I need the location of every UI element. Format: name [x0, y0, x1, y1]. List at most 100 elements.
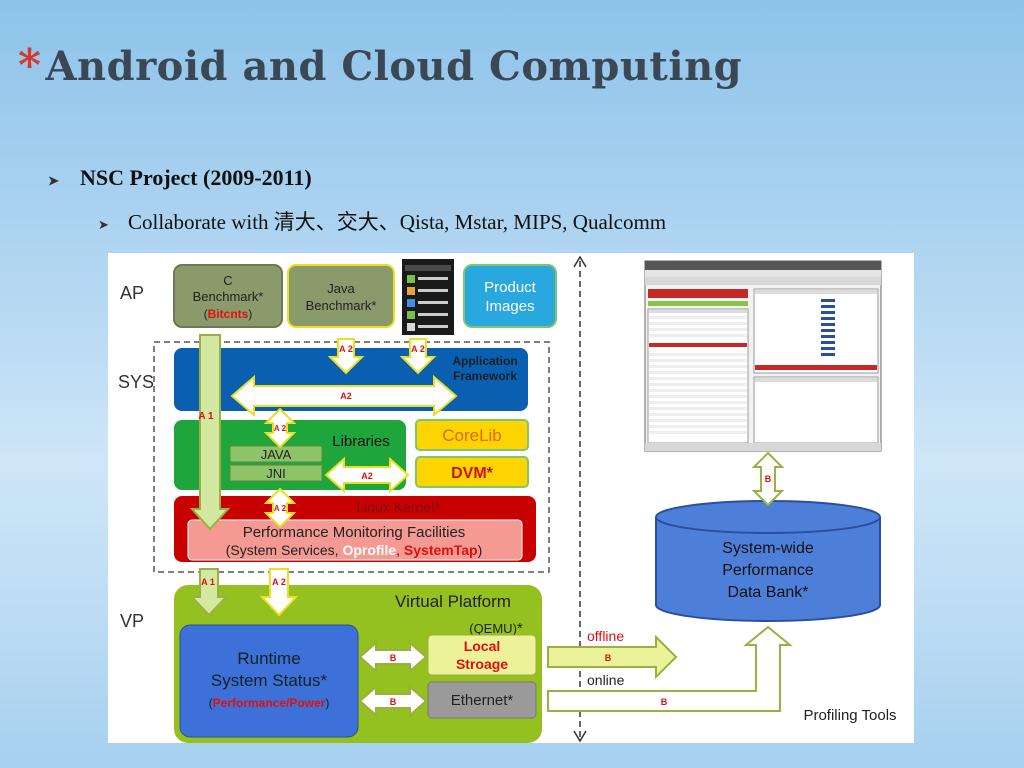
data-bank-line1: System-wide	[722, 540, 814, 557]
data-bank-cylinder: System-wide Performance Data Bank*	[655, 500, 881, 622]
pmf-suffix: )	[478, 542, 483, 558]
svg-text:(Bitcnts): (Bitcnts)	[204, 307, 253, 321]
c-bench-bitcnts: Bitcnts	[208, 307, 249, 321]
sys-boundary	[153, 341, 550, 573]
layer-label-ap: AP	[120, 283, 144, 303]
arrow-a2-java-label: A 2	[339, 344, 353, 354]
arrow-online: online B	[547, 625, 793, 712]
pmf-systemtap: SystemTap	[404, 542, 478, 558]
arrow-a2-product-label: A 2	[411, 344, 425, 354]
runtime-paren-close: )	[325, 696, 329, 710]
arrow-a2-kernel: A 2	[263, 487, 297, 529]
layer-label-sys: SYS	[118, 372, 154, 392]
pmf-sep: ,	[396, 542, 404, 558]
corelib-box: CoreLib	[415, 419, 529, 451]
bullet-collaborate: ➤ Collaborate with 清大、交大、Qista, Mstar, MI…	[98, 206, 666, 236]
arrow-a2-framework-label: A2	[340, 391, 352, 401]
arrow-a2-vp: A 2	[259, 568, 299, 617]
arrow-a2-framework: A2	[230, 374, 458, 418]
java-bench-line1: Java	[327, 281, 355, 296]
ethernet-label: Ethernet*	[451, 692, 514, 709]
arrow-a1-vertical: A 1	[189, 334, 231, 531]
arrow-a1-label: A 1	[198, 411, 214, 422]
title-star: *	[18, 40, 42, 91]
c-bench-paren-open: (	[204, 307, 208, 321]
svg-text:(QEMU)*: (QEMU)*	[469, 620, 523, 637]
performance-monitoring-box: Performance Monitoring Facilities (Syste…	[187, 519, 523, 561]
c-bench-paren-close: )	[248, 307, 252, 321]
svg-text:(Performance/Power): (Performance/Power)	[209, 696, 330, 710]
profiling-tool-screenshot	[644, 260, 882, 452]
arrow-b-ethernet-label: B	[390, 697, 397, 707]
c-bench-line2: Benchmark*	[193, 289, 264, 304]
arrow-a1-vp: A 1	[189, 568, 229, 617]
runtime-paren-open: (	[209, 696, 213, 710]
arrow-a2-kernel-label: A 2	[274, 504, 287, 513]
libraries-label: Libraries	[332, 433, 390, 450]
c-bench-line1: C	[223, 273, 232, 288]
svg-text:(System Services, Oprofile, Sy: (System Services, Oprofile, SystemTap)	[226, 542, 483, 558]
architecture-diagram: AP SYS VP C Benchmark* (Bitcnts) Java Be…	[108, 253, 914, 743]
runtime-line2: System Status*	[211, 671, 328, 690]
java-benchmark-box: Java Benchmark*	[287, 264, 395, 328]
qemu-label: (QEMU)	[469, 621, 517, 636]
local-storage-line1: Local	[464, 638, 501, 654]
bullet-nsc-project: ➤ NSC Project (2009-2011)	[48, 165, 312, 191]
product-images-box: Product Images	[463, 264, 557, 328]
arrow-a2-product-down: A 2	[399, 338, 437, 375]
arrow-offline-label: B	[605, 653, 612, 663]
pmf-oprofile: Oprofile	[342, 542, 396, 558]
corelib-label: CoreLib	[442, 426, 502, 445]
ethernet-box: Ethernet*	[427, 681, 537, 719]
linux-kernel-label: Linux Kernel*	[356, 499, 440, 515]
diagram-svg: AP SYS VP C Benchmark* (Bitcnts) Java Be…	[118, 255, 897, 743]
arrow-a2-vp-label: A 2	[272, 577, 286, 587]
c-benchmark-box: C Benchmark* (Bitcnts)	[173, 264, 283, 328]
data-bank-line2: Performance	[722, 562, 814, 579]
arrow-a2-jni-dvm: A2	[324, 456, 410, 494]
local-storage-box: Local Stroage	[427, 634, 537, 676]
jni-label: JNI	[266, 466, 286, 481]
bullet-arrow-icon: ➤	[98, 217, 109, 232]
runtime-perf-power: Performance/Power	[213, 696, 326, 710]
title-text: Android and Cloud Computing	[45, 43, 743, 90]
data-bank-line3: Data Bank*	[728, 584, 809, 601]
arrow-offline: offline B	[547, 628, 678, 680]
arrow-a2-jni-dvm-label: A2	[361, 471, 373, 481]
product-images-line1: Product	[484, 279, 537, 296]
profiling-tools-label: Profiling Tools	[803, 707, 896, 724]
bullet-nsc-text: NSC Project (2009-2011)	[80, 165, 312, 190]
android-phone-screenshot	[402, 259, 454, 335]
slide-title: *Android and Cloud Computing	[18, 40, 742, 91]
pmf-prefix: (System Services,	[226, 542, 343, 558]
arrow-b-vertical: B	[751, 451, 785, 507]
arrow-b-vertical-label: B	[765, 474, 772, 484]
divider-line	[573, 255, 587, 743]
arrow-a2-java-down: A 2	[327, 338, 365, 375]
arrow-a1-vp-label: A 1	[201, 577, 215, 587]
java-label: JAVA	[261, 447, 292, 462]
app-framework-line1: Application	[452, 354, 517, 368]
runtime-status-box: Runtime System Status* (Performance/Powe…	[179, 624, 359, 738]
arrow-b-local-label: B	[390, 653, 397, 663]
qemu-star: *	[517, 620, 523, 637]
arrow-a2-libraries: A 2	[263, 407, 297, 449]
offline-label: offline	[587, 628, 624, 644]
arrow-b-ethernet: B	[358, 684, 428, 718]
app-framework-line2: Framework	[453, 369, 517, 383]
dvm-box: DVM*	[415, 456, 529, 488]
arrow-b-local-storage: B	[358, 640, 428, 674]
local-storage-line2: Stroage	[456, 656, 508, 672]
dvm-label: DVM*	[451, 465, 494, 482]
java-bench-line2: Benchmark*	[306, 298, 377, 313]
bullet-arrow-icon: ➤	[48, 173, 59, 188]
online-label: online	[587, 672, 625, 688]
arrow-a2-libraries-label: A 2	[274, 424, 287, 433]
pmf-line1: Performance Monitoring Facilities	[243, 524, 466, 541]
layer-label-vp: VP	[120, 611, 144, 631]
product-images-line2: Images	[485, 298, 534, 315]
bullet-collaborate-text: Collaborate with 清大、交大、Qista, Mstar, MIP…	[128, 210, 667, 234]
runtime-line1: Runtime	[237, 649, 300, 668]
virtual-platform-label: Virtual Platform	[395, 592, 511, 611]
arrow-online-label: B	[661, 697, 668, 707]
